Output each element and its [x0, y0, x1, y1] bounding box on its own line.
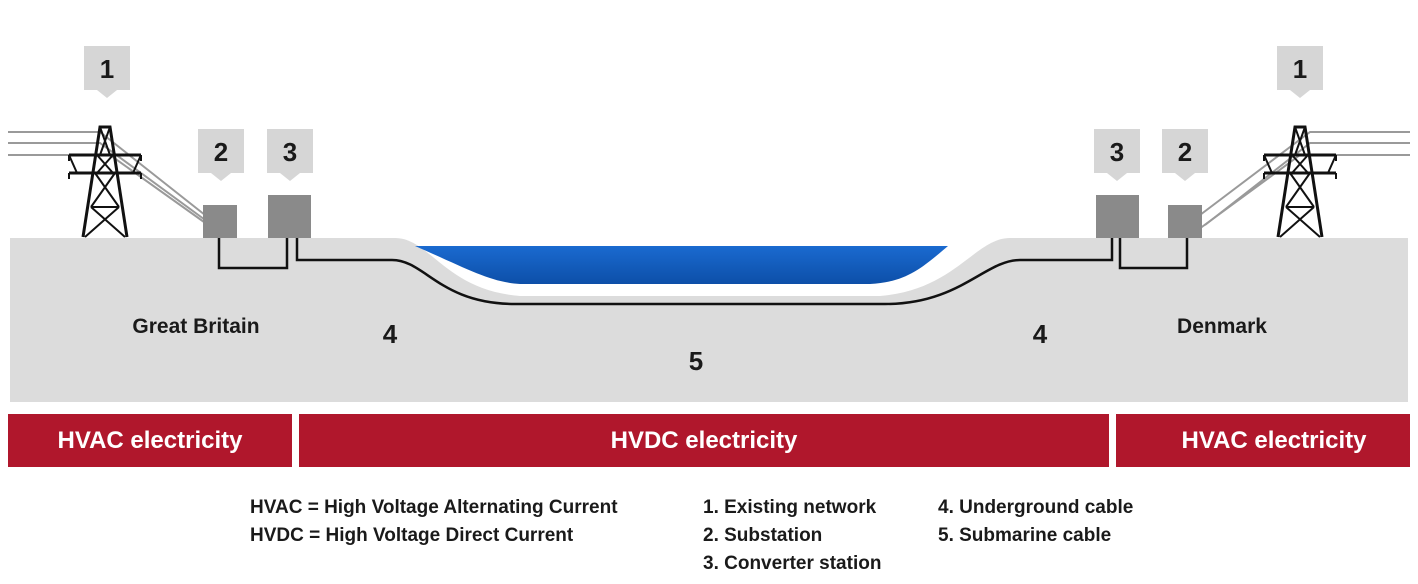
marker-label: 2	[214, 137, 228, 167]
callout-gb-converter: 3	[267, 129, 313, 181]
substation-icon	[203, 205, 237, 238]
substation-icon	[1168, 205, 1202, 238]
legend-item: 1. Existing network	[703, 497, 877, 518]
callout-gb-network: 1	[84, 46, 130, 98]
legend-item: 2. Substation	[703, 525, 823, 546]
band-hvac-right	[1116, 414, 1410, 467]
marker-label: 3	[283, 137, 297, 167]
cable-gb-link	[217, 238, 289, 270]
band-hvac-left	[8, 414, 292, 467]
callout-dk-substation: 2	[1162, 129, 1208, 181]
section-label-underground-left: 4	[383, 319, 398, 349]
legend-abbreviations: HVAC = High Voltage Alternating Current …	[250, 494, 618, 550]
legend-item: HVDC = High Voltage Direct Current	[250, 525, 574, 546]
ground	[10, 238, 1408, 402]
band-hvdc	[299, 414, 1109, 467]
place-label-right: Denmark	[1177, 315, 1267, 338]
cables	[217, 238, 1189, 306]
marker-label: 2	[1178, 137, 1192, 167]
marker-label: 1	[1293, 54, 1307, 84]
callout-gb-substation: 2	[198, 129, 244, 181]
callout-dk-converter: 3	[1094, 129, 1140, 181]
legend-components-a: 1. Existing network 2. Substation 3. Con…	[703, 494, 881, 578]
section-label-underground-right: 4	[1033, 319, 1048, 349]
band-label-right: HVAC electricity	[1182, 427, 1368, 454]
converter-station-icon	[268, 195, 311, 238]
sea	[415, 246, 948, 284]
cable-dk-link	[1118, 238, 1189, 270]
converter-station-icon	[1096, 195, 1139, 238]
band-label-middle: HVDC electricity	[611, 427, 798, 454]
place-label-left: Great Britain	[132, 315, 259, 338]
legend-components-b: 4. Underground cable 5. Submarine cable	[938, 494, 1133, 550]
marker-label: 3	[1110, 137, 1124, 167]
marker-label: 1	[100, 54, 114, 84]
legend-item: 3. Converter station	[703, 553, 882, 574]
legend-item: 5. Submarine cable	[938, 525, 1112, 546]
legend-item: HVAC = High Voltage Alternating Current	[250, 497, 618, 518]
cable-underground-left	[295, 238, 1114, 306]
legend-item: 4. Underground cable	[938, 497, 1134, 518]
band-label-left: HVAC electricity	[58, 427, 244, 454]
section-label-submarine: 5	[689, 346, 703, 376]
callout-dk-network: 1	[1277, 46, 1323, 98]
